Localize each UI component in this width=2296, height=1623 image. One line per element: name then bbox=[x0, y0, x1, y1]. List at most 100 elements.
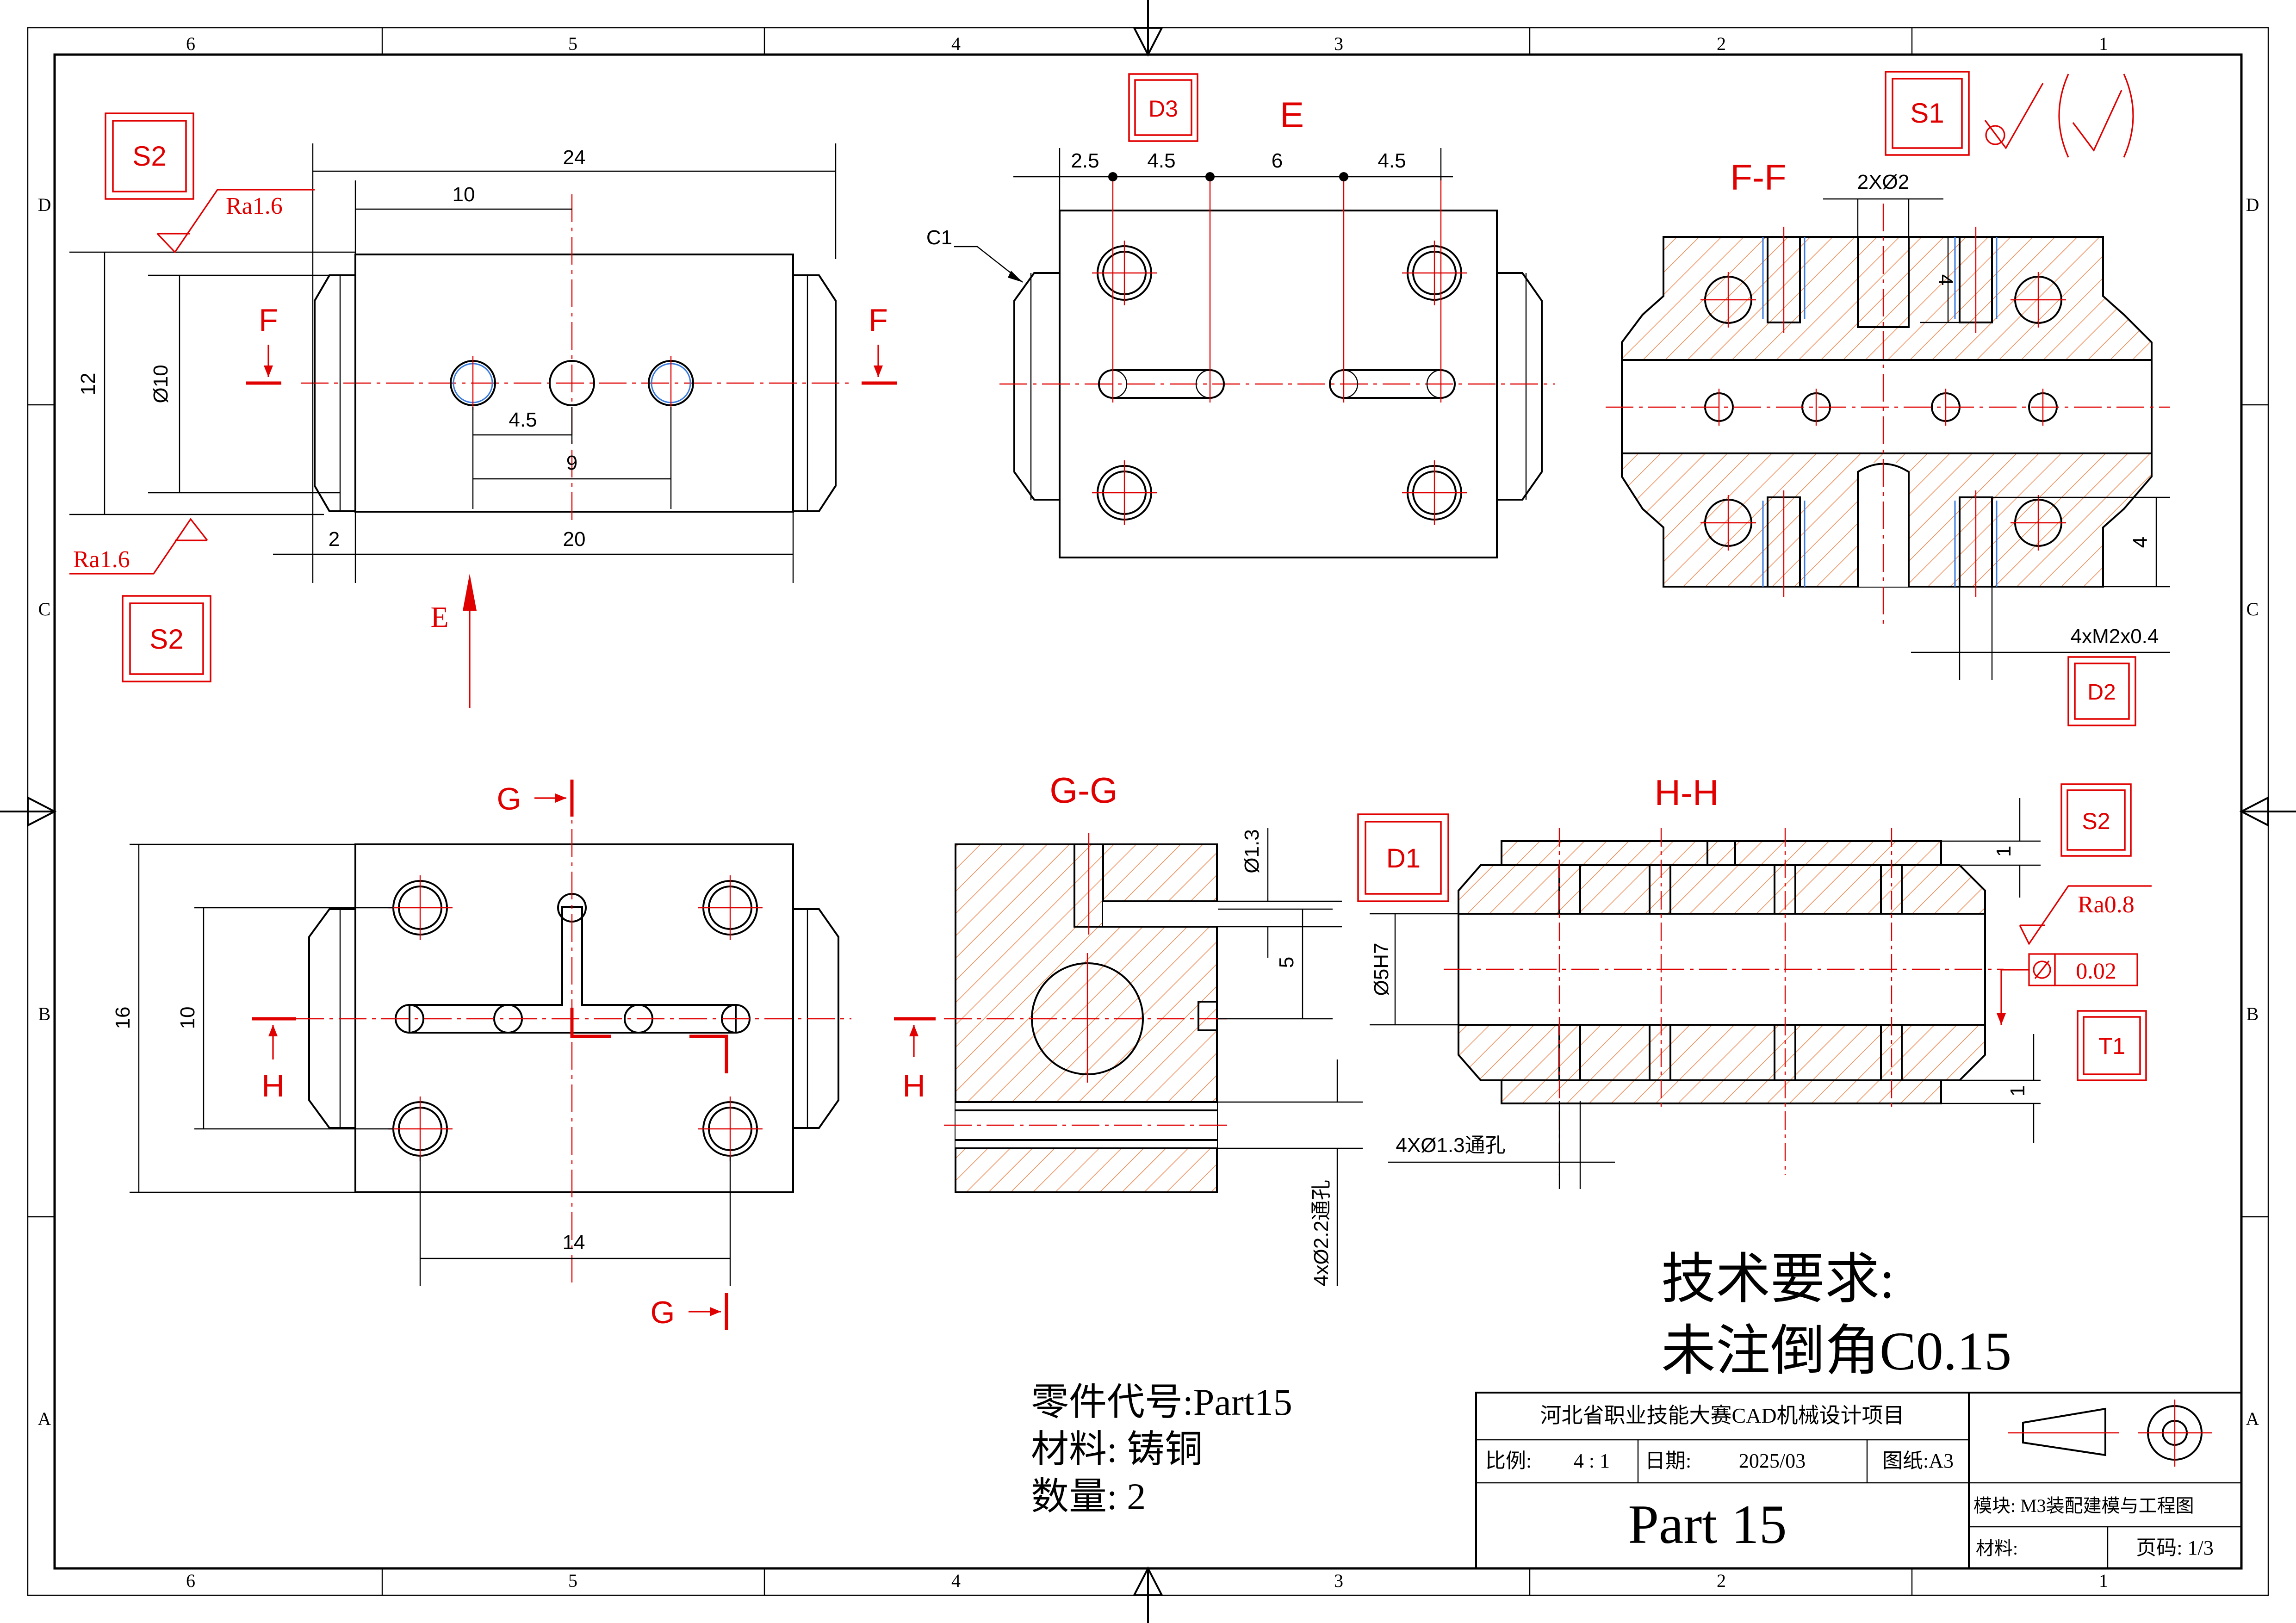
dim-ff-4-bottom: 4 bbox=[2129, 537, 2152, 548]
bottom-view: 16 10 14 G G H bbox=[112, 780, 851, 1330]
ra-top: Ra1.6 bbox=[226, 193, 283, 219]
section-mark-g-top: G bbox=[497, 781, 521, 817]
col-label-5: 5 bbox=[568, 33, 577, 54]
front-view: 24 10 12 Ø10 4.5 9 2 20 F F E Ra1.6 Ra1.… bbox=[69, 143, 897, 708]
part-info: 零件代号:Part15 材料: 铸铜 数量: 2 bbox=[1031, 1381, 1292, 1518]
section-hh: Ø5H7 1 1 4XØ1.3通孔 H-H Ra0.8 0.02 bbox=[1370, 772, 2152, 1189]
dim-bottom-10: 10 bbox=[176, 1007, 199, 1029]
section-mark-f-left: F bbox=[259, 303, 278, 338]
ra-bottom: Ra1.6 bbox=[73, 546, 130, 573]
col-label-1: 1 bbox=[2099, 33, 2108, 54]
general-surface-finish-symbol bbox=[1984, 74, 2134, 158]
tag-d1-label: D1 bbox=[1386, 843, 1421, 873]
section-label-hh: H-H bbox=[1655, 772, 1719, 813]
technical-requirements: 技术要求: 未注倒角C0.15 bbox=[1661, 1249, 2011, 1381]
title-sheet: 图纸:A3 bbox=[1882, 1450, 1954, 1472]
tag-s2-right: S2 bbox=[2060, 783, 2132, 857]
dim-ff-2xdia2: 2XØ2 bbox=[1857, 171, 1910, 193]
title-date-label: 日期: bbox=[1645, 1450, 1691, 1472]
view-e: 2.5 4.5 6 4.5 C1 E bbox=[926, 94, 1555, 558]
part-quantity: 数量: 2 bbox=[1031, 1475, 1146, 1518]
tag-s1: S1 bbox=[1885, 71, 1970, 156]
tech-line-1: 未注倒角C0.15 bbox=[1661, 1321, 2011, 1381]
tag-d3: D3 bbox=[1128, 73, 1198, 142]
tag-d2: D2 bbox=[2067, 656, 2136, 726]
tag-s2-top: S2 bbox=[105, 112, 194, 200]
dim-dia10: Ø10 bbox=[149, 365, 172, 403]
title-scale-value: 4 : 1 bbox=[1574, 1450, 1610, 1472]
row-label-C-right: C bbox=[2246, 599, 2259, 619]
title-material-label: 材料: bbox=[1976, 1538, 2018, 1559]
dim-10: 10 bbox=[453, 183, 475, 206]
tag-s2-left: S2 bbox=[122, 595, 211, 682]
dim-ff-4-top: 4 bbox=[1934, 274, 1957, 285]
ra-hh: Ra0.8 bbox=[2078, 892, 2135, 918]
tolerance-value: 0.02 bbox=[2076, 958, 2116, 984]
dim-2: 2 bbox=[329, 528, 340, 551]
dim-ff-thread: 4xM2x0.4 bbox=[2071, 625, 2159, 648]
tag-t1-label: T1 bbox=[2098, 1033, 2125, 1059]
dim-bottom-14: 14 bbox=[563, 1231, 585, 1254]
tag-d3-label: D3 bbox=[1148, 96, 1178, 122]
col-label-5-bottom: 5 bbox=[568, 1570, 577, 1591]
tag-d1: D1 bbox=[1357, 813, 1449, 902]
tag-t1: T1 bbox=[2077, 1010, 2147, 1081]
tech-title: 技术要求: bbox=[1661, 1249, 1895, 1310]
section-mark-g-bottom: G bbox=[651, 1295, 675, 1330]
col-label-3-bottom: 3 bbox=[1334, 1570, 1343, 1591]
dim-bottom-16: 16 bbox=[112, 1007, 134, 1029]
dim-9: 9 bbox=[566, 452, 577, 474]
section-label-ff: F-F bbox=[1730, 157, 1786, 198]
col-label-4: 4 bbox=[951, 33, 961, 54]
dim-gg-holes: 4xØ2.2通孔 bbox=[1310, 1180, 1333, 1286]
part-material: 材料: 铸铜 bbox=[1031, 1428, 1203, 1470]
dim-e-4-5-right: 4.5 bbox=[1378, 149, 1406, 172]
view-arrow-e-label: E bbox=[430, 601, 448, 633]
dim-hh-dia5h7: Ø5H7 bbox=[1370, 943, 1393, 996]
dim-hh-holes: 4XØ1.3通孔 bbox=[1396, 1134, 1505, 1157]
section-mark-h-left: H bbox=[261, 1068, 284, 1103]
row-label-D-right: D bbox=[2246, 194, 2259, 215]
row-label-C: C bbox=[38, 599, 51, 619]
title-module: 模块: M3装配建模与工程图 bbox=[1973, 1495, 2194, 1516]
section-mark-h-gg: H bbox=[902, 1068, 925, 1103]
tag-s2-top-label: S2 bbox=[132, 141, 166, 172]
col-label-2-bottom: 2 bbox=[1717, 1570, 1726, 1591]
part-code: 零件代号:Part15 bbox=[1031, 1381, 1292, 1423]
dim-hh-1-top: 1 bbox=[1992, 846, 2015, 857]
title-scale-label: 比例: bbox=[1485, 1450, 1532, 1472]
dim-12: 12 bbox=[77, 373, 99, 396]
dim-gg-5: 5 bbox=[1275, 957, 1298, 968]
row-label-D: D bbox=[38, 194, 51, 215]
row-label-B: B bbox=[38, 1004, 51, 1024]
col-label-3: 3 bbox=[1334, 33, 1343, 54]
tag-s2-left-label: S2 bbox=[149, 624, 183, 655]
section-mark-f-right: F bbox=[869, 303, 888, 338]
border-row-labels: D C B A D C B A bbox=[38, 194, 2259, 1429]
dim-4-5: 4.5 bbox=[509, 409, 537, 431]
dim-e-4-5-left: 4.5 bbox=[1147, 149, 1175, 172]
col-label-1-bottom: 1 bbox=[2099, 1570, 2108, 1591]
col-label-6: 6 bbox=[186, 33, 195, 54]
title-date-value: 2025/03 bbox=[1739, 1450, 1806, 1472]
tag-s2-right-label: S2 bbox=[2082, 808, 2110, 834]
title-part-name: Part 15 bbox=[1628, 1493, 1787, 1555]
dim-24: 24 bbox=[563, 146, 586, 169]
row-label-B-right: B bbox=[2246, 1004, 2259, 1024]
view-e-holes bbox=[1097, 245, 1462, 520]
dim-e-6: 6 bbox=[1272, 149, 1283, 172]
col-label-6-bottom: 6 bbox=[186, 1570, 195, 1591]
section-gg: Ø1.3 5 4xØ2.2通孔 G-G H bbox=[894, 770, 1363, 1286]
section-label-gg: G-G bbox=[1049, 770, 1117, 811]
col-label-2: 2 bbox=[1717, 33, 1726, 54]
dim-gg-dia1-3: Ø1.3 bbox=[1241, 829, 1263, 873]
projection-symbol bbox=[2008, 1400, 2212, 1467]
dim-hh-1-bottom: 1 bbox=[2006, 1085, 2029, 1096]
dim-20: 20 bbox=[563, 528, 586, 551]
tag-s1-label: S1 bbox=[1910, 98, 1944, 129]
dim-c1: C1 bbox=[926, 226, 952, 249]
row-label-A: A bbox=[38, 1408, 51, 1429]
title-page: 页码: 1/3 bbox=[2136, 1536, 2213, 1559]
